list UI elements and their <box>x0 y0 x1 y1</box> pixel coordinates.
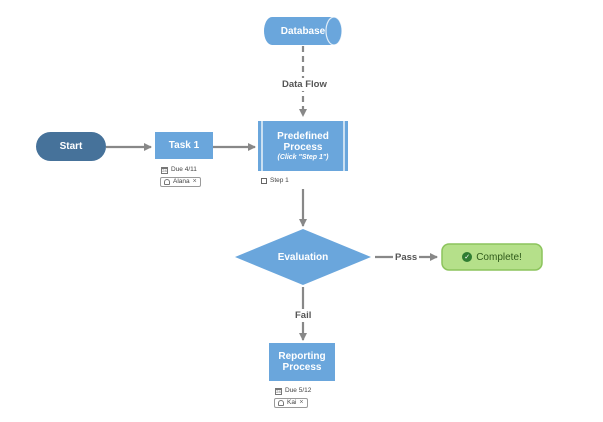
task1-assignee-name: Alana <box>173 178 190 185</box>
node-reporting-process[interactable] <box>269 343 335 381</box>
link-icon <box>261 178 267 184</box>
node-database[interactable] <box>264 16 343 46</box>
node-start[interactable] <box>36 132 106 161</box>
close-icon[interactable]: × <box>299 399 304 406</box>
node-evaluation[interactable] <box>235 229 371 285</box>
predefined-step-text: Step 1 <box>270 177 289 184</box>
node-predefined-process[interactable] <box>258 121 348 171</box>
assignee-chip[interactable]: Kai × <box>274 398 308 408</box>
edge-label-data-flow: Data Flow <box>280 78 329 91</box>
reporting-due-date[interactable]: 24 Due 5/12 <box>275 387 311 395</box>
person-icon <box>278 400 284 406</box>
task1-due-text: Due 4/11 <box>171 166 197 173</box>
edge-label-fail: Fail <box>293 309 314 322</box>
task1-due-date[interactable]: 24 Due 4/11 <box>161 166 197 174</box>
predefined-step-link[interactable]: Step 1 <box>261 177 289 185</box>
person-icon <box>164 179 170 185</box>
close-icon[interactable]: × <box>192 178 197 185</box>
calendar-icon: 24 <box>161 166 168 174</box>
node-complete[interactable] <box>441 243 543 271</box>
reporting-assignee-name: Kai <box>287 399 297 406</box>
reporting-due-text: Due 5/12 <box>285 387 312 394</box>
assignee-chip[interactable]: Alana × <box>160 177 201 187</box>
reporting-assignee: Kai × <box>274 398 308 408</box>
calendar-icon: 24 <box>275 387 282 395</box>
task1-assignee: Alana × <box>160 177 201 187</box>
node-task1[interactable] <box>155 132 213 159</box>
edge-label-pass: Pass <box>393 251 420 264</box>
